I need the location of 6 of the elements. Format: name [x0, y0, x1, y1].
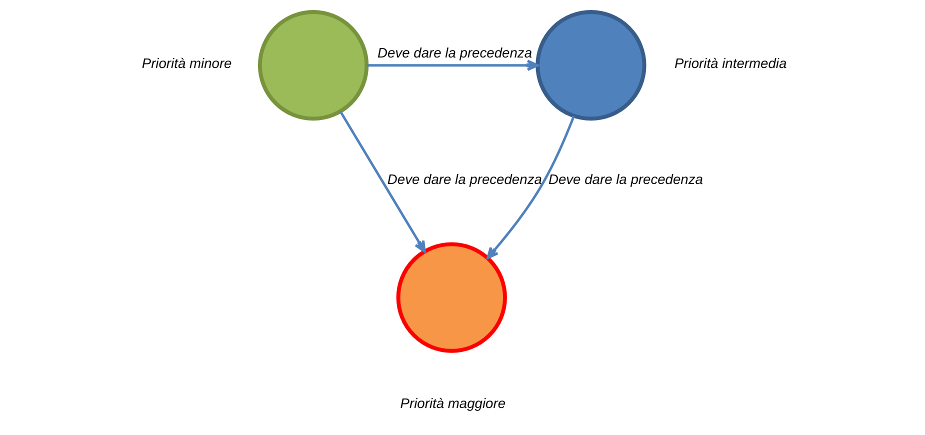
node-label: Priorità intermedia — [674, 54, 786, 71]
node-label: Priorità minore — [141, 54, 232, 71]
edge-label: Deve dare la precedenza — [548, 171, 702, 188]
edge-label: Deve dare la precedenza — [377, 44, 532, 61]
node-label: Priorità maggiore — [400, 394, 506, 411]
edge-label: Deve dare la precedenza — [386, 171, 542, 188]
